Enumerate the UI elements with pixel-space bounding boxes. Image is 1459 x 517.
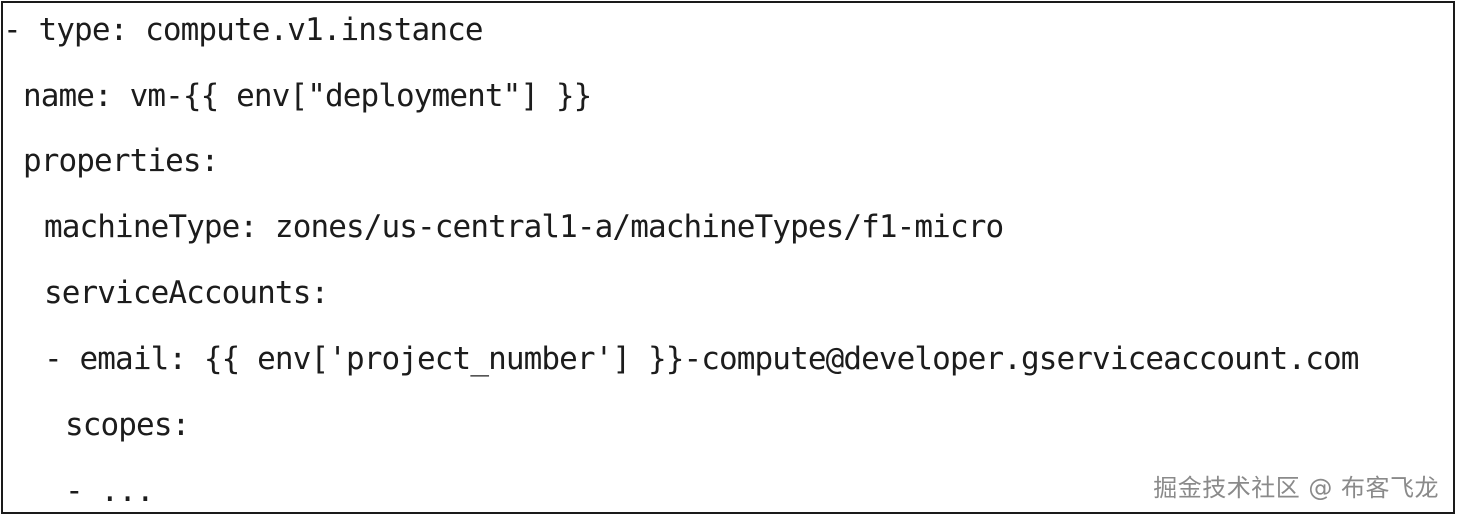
code-line-properties: properties: xyxy=(23,143,219,179)
code-line-scopes: scopes: xyxy=(65,407,190,443)
code-line-type: - type: compute.v1.instance xyxy=(3,12,484,48)
code-line-service-accounts: serviceAccounts: xyxy=(44,275,329,311)
code-line-ellipsis: - ... xyxy=(65,473,155,509)
code-line-machine-type: machineType: zones/us-central1-a/machine… xyxy=(44,209,1004,245)
code-line-email: - email: {{ env['project_number'] }}-com… xyxy=(44,341,1359,377)
watermark: 掘金技术社区 @ 布客飞龙 xyxy=(1153,474,1439,502)
code-line-name: name: vm-{{ env["deployment"] }} xyxy=(23,78,592,114)
